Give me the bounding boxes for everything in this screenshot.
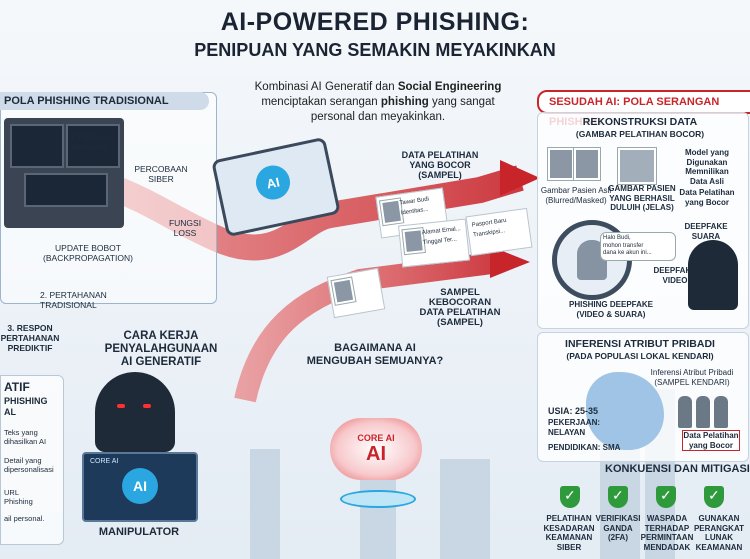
page-subtitle: PENIPUAN YANG SEMAKIN MEYAKINKAN bbox=[194, 40, 556, 60]
sampel-label: SAMPEL KEBOCORAN DATA PELATIHAN (SAMPEL) bbox=[419, 287, 501, 328]
keyboard bbox=[24, 173, 108, 207]
inferensi-bocor: Data Pelatihan yang Bocor bbox=[682, 430, 740, 451]
caption-asli: Gambar Pasien Asli (Blurred/Masked) bbox=[540, 186, 612, 205]
eye bbox=[143, 404, 151, 408]
pendidikan-label: PENDIDIKAN: SMA bbox=[548, 443, 621, 452]
shield-check-icon bbox=[608, 486, 628, 508]
workstation-illustration bbox=[4, 118, 124, 228]
intro-line2-post: yang sangat bbox=[428, 96, 495, 108]
deepfake-video-label: DEEPFAKE VIDEO bbox=[653, 266, 697, 285]
usia-label: USIA: 25-35 bbox=[548, 406, 599, 416]
konkuensi-title: KONKUENSI DAN MITIGASI bbox=[605, 463, 750, 475]
label-operasi: OPERASI MANUAL bbox=[72, 132, 110, 152]
intro-text: Kombinasi AI Generatif dan Social Engine… bbox=[228, 80, 528, 125]
inferensi-sub: (PADA POPULASI LOKAL KENDARI) bbox=[566, 351, 714, 361]
intro-line1: Kombinasi AI Generatif dan bbox=[254, 81, 398, 93]
label-respon: 3. RESPON PERTAHANAN PREDIKTIF bbox=[0, 323, 60, 353]
ai-phishing-sub: PHISHING AL bbox=[4, 396, 48, 417]
rekonstruksi-title: REKONSTRUKSI DATA bbox=[582, 116, 698, 128]
building bbox=[250, 449, 280, 559]
doc-line: Transkipsi... bbox=[472, 228, 506, 239]
label-percobaan: PERCOBAAN SIBER bbox=[134, 164, 188, 184]
person-icon bbox=[696, 396, 710, 428]
phishing-deepfake-label: PHISHING DEEPFAKE (VIDEO & SUARA) bbox=[568, 300, 653, 319]
patient-photo bbox=[574, 148, 600, 180]
inferensi-title: INFERENSI ATRIBUT PRIBADI bbox=[565, 338, 715, 350]
patient-photo bbox=[548, 148, 574, 180]
pekerjaan-label: PEKERJAAN: NELAYAN bbox=[548, 418, 601, 437]
intro-line3: personal dan meyakinkan. bbox=[310, 111, 446, 123]
brain-icon: CORE AI AI bbox=[330, 418, 422, 480]
laptop: CORE AI AI bbox=[82, 452, 198, 522]
list-item: Detail yang dipersonalisasi bbox=[4, 456, 54, 474]
doctor-photo bbox=[618, 148, 656, 184]
eye bbox=[117, 404, 125, 408]
data-pelatihan-label: DATA PELATIHAN YANG BOCOR (SAMPEL) bbox=[401, 150, 479, 180]
core-ai-big: AI bbox=[366, 442, 386, 465]
doc-line: Identitas... bbox=[400, 206, 429, 217]
bagaimana-title: BAGAIMANA AI MENGUBAH SEMUANYA? bbox=[306, 342, 444, 367]
leak-card: Alamat Emal... Tinggal Ter... bbox=[397, 218, 471, 268]
intro-line2: menciptakan serangan bbox=[261, 96, 381, 108]
doc-line: Pasport Baru bbox=[471, 217, 507, 229]
doc-line: Alamat Emal... bbox=[421, 226, 462, 237]
tablet-ai-label: AI bbox=[265, 173, 281, 192]
mitigasi-item: VERIFIKASI GANDA (2FA) bbox=[595, 514, 641, 542]
after-ai-header: SESUDAH AI: POLA SERANGAN PHISHING bbox=[537, 90, 750, 128]
intro-bold-2: phishing bbox=[380, 96, 429, 108]
shield-check-icon bbox=[704, 486, 724, 508]
shield-check-icon bbox=[560, 486, 580, 508]
page-title: AI-POWERED PHISHING: bbox=[220, 8, 530, 36]
list-item: Teks yang dihasilkan AI bbox=[4, 428, 47, 446]
intro-bold-1: Social Engineering bbox=[397, 81, 502, 93]
label-fungsi-loss: FUNGSI LOSS bbox=[168, 218, 202, 238]
manipulator-label: MANIPULATOR bbox=[98, 526, 180, 538]
speech-bubble: Halo Budi, mohon transfer dana ke akun i… bbox=[600, 232, 676, 261]
caption-model: Model yang Digunakan Memnilikan Data Asl… bbox=[684, 148, 729, 186]
inferensi-label: Inferensi Atribut Pribadi (SAMPEL KENDAR… bbox=[650, 368, 734, 387]
person-icon bbox=[714, 396, 728, 428]
doc-line: Tawar Budi bbox=[399, 196, 430, 207]
hacker-figure bbox=[95, 372, 175, 452]
list-item: URL Phishing bbox=[4, 488, 33, 506]
arrow-head bbox=[490, 246, 530, 278]
person-photo bbox=[331, 277, 356, 305]
list-item: ail personal. bbox=[4, 514, 45, 523]
leak-card bbox=[326, 267, 386, 319]
shield-check-icon bbox=[656, 486, 676, 508]
monitor bbox=[66, 124, 120, 168]
mitigasi-item: PELATIHAN KESADARAN KEAMANAN SIBER bbox=[543, 514, 595, 552]
caption-berhasil: GAMBAR PASIEN YANG BERHASIL DULUIH (JELA… bbox=[608, 184, 676, 212]
doc-line: Tinggal Ter... bbox=[422, 236, 458, 247]
person-icon bbox=[678, 396, 692, 428]
map-kendari bbox=[586, 372, 664, 450]
ai-gear-icon: AI bbox=[252, 162, 294, 203]
traditional-header: POLA PHISHING TRADISIONAL bbox=[0, 92, 209, 110]
hooded-figure bbox=[688, 240, 738, 310]
ai-gear-icon: AI bbox=[122, 468, 158, 504]
laptop-ai-label: AI bbox=[133, 478, 147, 494]
leak-card: Pasport Baru Transkipsi... bbox=[465, 207, 533, 257]
arrow-head bbox=[500, 160, 540, 196]
ai-phishing-header: ATIF bbox=[4, 380, 30, 394]
rekonstruksi-sub: (GAMBAR PELATIHAN BOCOR) bbox=[575, 129, 705, 139]
label-pertahanan: 2. PERTAHANAN TRADISIONAL bbox=[40, 290, 107, 310]
core-ai-label: CORE AI bbox=[357, 432, 395, 443]
cara-kerja-title: CARA KERJA PENYALAHGUNAAN AI GENERATIF bbox=[104, 330, 218, 368]
deepfake-suara-label: DEEPFAKE SUARA bbox=[684, 222, 728, 241]
label-update-bobot: UPDATE BOBOT (BACKPROPAGATION) bbox=[43, 243, 133, 263]
caption-bocor: Data Pelatihan yang Bocor bbox=[679, 188, 735, 207]
laptop-core-label: CORE AI bbox=[90, 458, 119, 465]
pedestal bbox=[340, 490, 416, 508]
building bbox=[440, 459, 490, 559]
ai-phishing-panel bbox=[0, 375, 64, 545]
monitor bbox=[10, 124, 64, 168]
mitigasi-item: GUNAKAN PERANGKAT LUNAK KEAMANAN bbox=[693, 514, 745, 552]
mitigasi-item: WASPADA TERHADAP PERMINTAAN MENDADAK bbox=[640, 514, 694, 552]
